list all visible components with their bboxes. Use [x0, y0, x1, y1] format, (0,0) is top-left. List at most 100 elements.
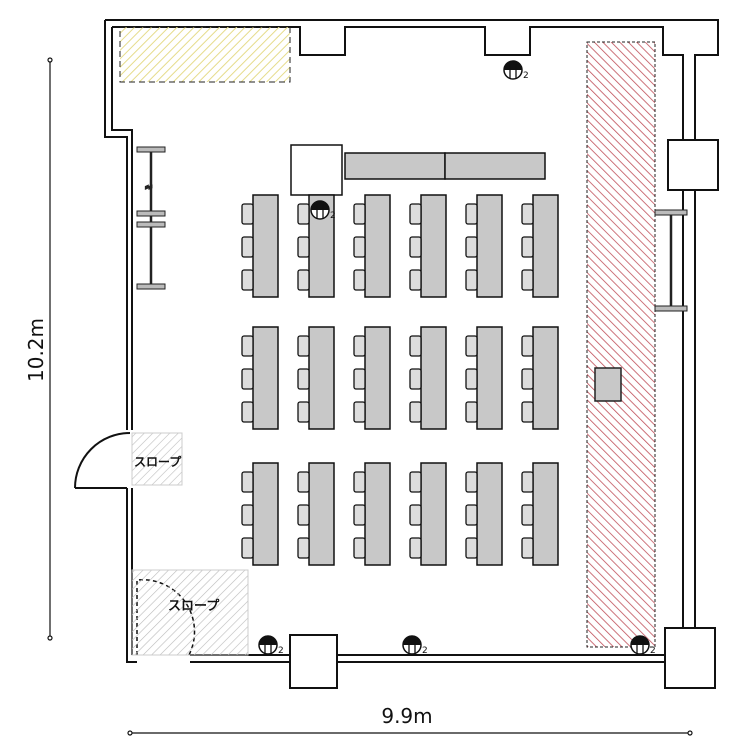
chair [241, 504, 254, 526]
partition-left: ⸗⸗ [136, 146, 166, 290]
chair [409, 368, 422, 390]
chair [353, 504, 366, 526]
height-dimension [47, 57, 53, 641]
chair [465, 203, 478, 225]
slope-zone-1 [131, 432, 183, 486]
outlets: 2 2 2 2 2 [258, 60, 656, 656]
chair [353, 368, 366, 390]
chair [465, 504, 478, 526]
chair [353, 537, 366, 559]
podium [594, 367, 622, 402]
chair [241, 471, 254, 493]
slope-label: スロープ [168, 599, 220, 614]
outlet-count: 2 [278, 646, 284, 656]
chair [297, 335, 310, 357]
table [252, 194, 279, 298]
chair [353, 471, 366, 493]
chair [297, 471, 310, 493]
table [308, 462, 335, 566]
front-desk [444, 152, 546, 180]
outlet-count: 2 [330, 211, 336, 221]
chair [465, 269, 478, 291]
table [532, 326, 559, 430]
chair [297, 368, 310, 390]
chair [297, 537, 310, 559]
outlet-icon: 2 [630, 635, 656, 656]
outlet-count: 2 [650, 646, 656, 656]
chair [409, 401, 422, 423]
chair [521, 471, 534, 493]
chair [409, 203, 422, 225]
slope-label: スロープ [134, 454, 182, 469]
chair [521, 504, 534, 526]
chair [241, 401, 254, 423]
front-cabinet [290, 144, 343, 196]
chair [297, 236, 310, 258]
outlet-count: 2 [523, 71, 529, 81]
outlet-icon: 2 [503, 60, 529, 81]
chair [521, 203, 534, 225]
slope-zone-2 [131, 569, 249, 656]
table [364, 326, 391, 430]
table [420, 326, 447, 430]
chair [465, 236, 478, 258]
pleat-icon: ⸗⸗ [145, 180, 153, 193]
chair [241, 203, 254, 225]
table [420, 462, 447, 566]
chair [409, 269, 422, 291]
outlet-count: 2 [422, 646, 428, 656]
chair [521, 401, 534, 423]
chair [465, 537, 478, 559]
outlet-icon: 2 [402, 635, 428, 656]
chair [241, 537, 254, 559]
chair [297, 504, 310, 526]
table [420, 194, 447, 298]
table [532, 194, 559, 298]
chair [409, 504, 422, 526]
storage-zone [119, 26, 291, 83]
chair [521, 236, 534, 258]
chair [465, 368, 478, 390]
table [476, 326, 503, 430]
width-label: 9.9m [381, 704, 432, 728]
table [252, 326, 279, 430]
chair [521, 537, 534, 559]
chair [465, 401, 478, 423]
chair [521, 335, 534, 357]
chair [353, 335, 366, 357]
chair [353, 269, 366, 291]
chair [297, 269, 310, 291]
chair [465, 335, 478, 357]
door-left [74, 432, 131, 489]
table [476, 194, 503, 298]
chair [353, 401, 366, 423]
partition-right [654, 209, 688, 312]
outlet-icon: 2 [310, 200, 336, 221]
chair [241, 236, 254, 258]
chair [241, 335, 254, 357]
chair [353, 203, 366, 225]
chair [353, 236, 366, 258]
stage-zone [586, 41, 656, 648]
table [476, 462, 503, 566]
outlet-icon: 2 [258, 635, 284, 656]
seating-area [241, 194, 559, 566]
height-label: 10.2m [24, 318, 48, 382]
front-desk [344, 152, 446, 180]
chair [409, 236, 422, 258]
table [532, 462, 559, 566]
chair [241, 269, 254, 291]
chair [241, 368, 254, 390]
chair [297, 203, 310, 225]
table [364, 462, 391, 566]
table [308, 326, 335, 430]
chair [521, 269, 534, 291]
width-dimension [127, 730, 693, 736]
chair [409, 335, 422, 357]
table [364, 194, 391, 298]
chair [409, 537, 422, 559]
chair [465, 471, 478, 493]
chair [521, 368, 534, 390]
